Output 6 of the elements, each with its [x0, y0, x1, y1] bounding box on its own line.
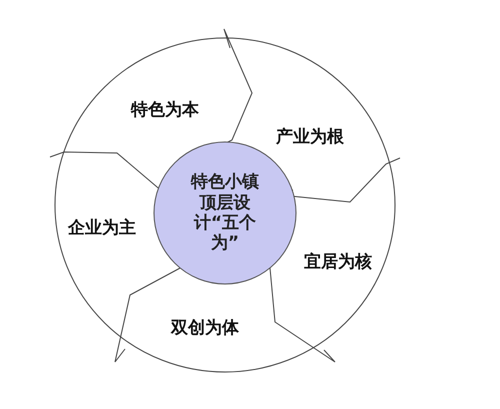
- segment-label: 企业为主: [68, 218, 136, 238]
- segment-label: 宜居为核: [304, 252, 372, 272]
- center-title: 特色小镇顶层设计“五个为”: [190, 172, 260, 254]
- segment-label: 产业为根: [276, 126, 344, 148]
- segment-label: 特色为本: [131, 100, 199, 120]
- segment-label: 双创为体: [171, 318, 239, 338]
